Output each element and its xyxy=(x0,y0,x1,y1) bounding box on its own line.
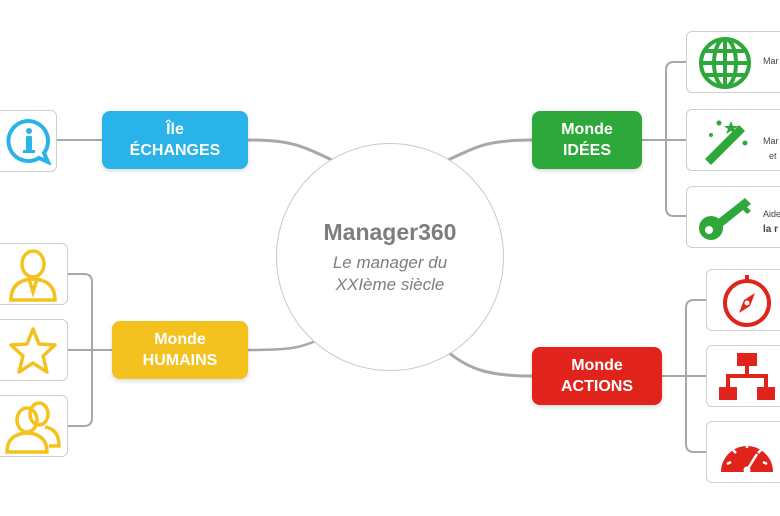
speedometer-icon xyxy=(721,443,773,474)
leaf-idees-1-text: Mar xyxy=(763,54,779,69)
leaf-actions-sitemap[interactable] xyxy=(706,345,780,407)
node-monde-humains[interactable]: Monde HUMAINS xyxy=(112,321,248,379)
leaf-echanges-info[interactable] xyxy=(0,110,57,172)
central-title: Manager360 xyxy=(323,219,457,245)
key-icon xyxy=(699,198,751,240)
central-topic[interactable]: Manager360 Le manager du XXIème siècle xyxy=(276,143,504,371)
leaf-idees-1-line1: Mar xyxy=(763,56,779,66)
central-subtitle-line2: XXIème siècle xyxy=(335,275,445,294)
info-bubble-icon xyxy=(6,118,52,165)
node-actions-line2: ACTIONS xyxy=(561,378,633,395)
central-subtitle: Le manager du XXIème siècle xyxy=(297,252,483,296)
globe-icon xyxy=(699,37,751,89)
leaf-idees-3-text: Aide la r xyxy=(763,207,780,237)
node-monde-actions[interactable]: Monde ACTIONS xyxy=(532,347,662,405)
leaf-idees-3[interactable]: Aide la r xyxy=(686,186,780,248)
sitemap-icon xyxy=(719,353,775,400)
leaf-idees-3-line1: Aide xyxy=(763,209,780,219)
compass-icon xyxy=(723,275,771,327)
node-monde-idees[interactable]: Monde IDÉES xyxy=(532,111,642,169)
leaf-idees-2[interactable]: Mar et xyxy=(686,109,780,171)
person-icon xyxy=(9,249,57,302)
central-subtitle-line1: Le manager du xyxy=(332,253,448,272)
leaf-humains-star[interactable] xyxy=(0,319,68,381)
node-idees-line1: Monde xyxy=(561,121,613,138)
leaf-idees-1[interactable]: Mar xyxy=(686,31,780,93)
node-echanges-line1: Île xyxy=(166,121,184,138)
node-humains-line2: HUMAINS xyxy=(142,352,218,369)
leaf-humains-person[interactable] xyxy=(0,243,68,305)
leaf-idees-2-text: Mar et xyxy=(763,134,779,164)
node-idees-line2: IDÉES xyxy=(562,142,611,159)
node-echanges-line2: ÉCHANGES xyxy=(129,142,221,159)
leaf-humains-group[interactable] xyxy=(0,395,68,457)
leaf-actions-compass[interactable] xyxy=(706,269,780,331)
node-actions-line1: Monde xyxy=(571,357,623,374)
leaf-idees-3-line2: la r xyxy=(763,224,779,235)
leaf-idees-2-line2: et xyxy=(769,151,777,161)
node-ile-echanges[interactable]: Île ÉCHANGES xyxy=(102,111,248,169)
group-icon xyxy=(5,401,61,454)
star-icon xyxy=(9,327,57,374)
leaf-idees-2-line1: Mar xyxy=(763,136,779,146)
leaf-actions-speedometer[interactable] xyxy=(706,421,780,483)
node-humains-line1: Monde xyxy=(154,331,206,348)
magic-wand-icon xyxy=(705,120,748,165)
